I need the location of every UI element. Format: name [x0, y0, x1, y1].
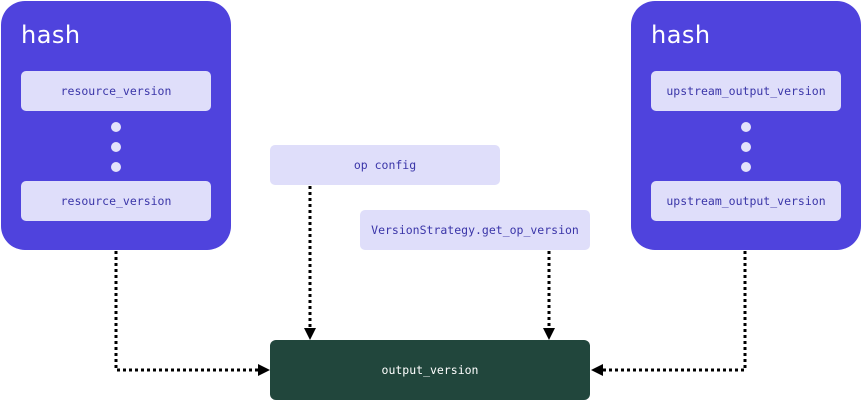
arrowhead-right — [591, 364, 603, 376]
right-panel-title: hash — [651, 21, 711, 49]
output-version-node: output_version — [270, 340, 590, 400]
arrow-left-panel-to-output — [114, 251, 258, 372]
left-hash-panel: hash resource_version resource_version — [1, 1, 231, 250]
ellipsis-dot — [741, 122, 751, 132]
ellipsis-dot — [741, 162, 751, 172]
right-bottom-upstream-output-version-chip: upstream_output_version — [651, 181, 841, 221]
ellipsis-dot — [111, 162, 121, 172]
left-panel-title: hash — [21, 21, 81, 49]
op-config-chip: op config — [270, 145, 500, 185]
left-bottom-resource-version-chip: resource_version — [21, 181, 211, 221]
ellipsis-dot — [111, 122, 121, 132]
right-hash-panel: hash upstream_output_version upstream_ou… — [631, 1, 861, 250]
arrowhead-left — [258, 364, 270, 376]
arrow-right-panel-to-output — [603, 251, 747, 372]
left-top-resource-version-chip: resource_version — [21, 71, 211, 111]
ellipsis-dot — [111, 142, 121, 152]
right-top-upstream-output-version-chip: upstream_output_version — [651, 71, 841, 111]
arrowhead-op-config — [304, 328, 316, 340]
arrowhead-version-strategy — [543, 328, 555, 340]
ellipsis-dot — [741, 142, 751, 152]
version-strategy-chip: VersionStrategy.get_op_version — [360, 210, 590, 250]
